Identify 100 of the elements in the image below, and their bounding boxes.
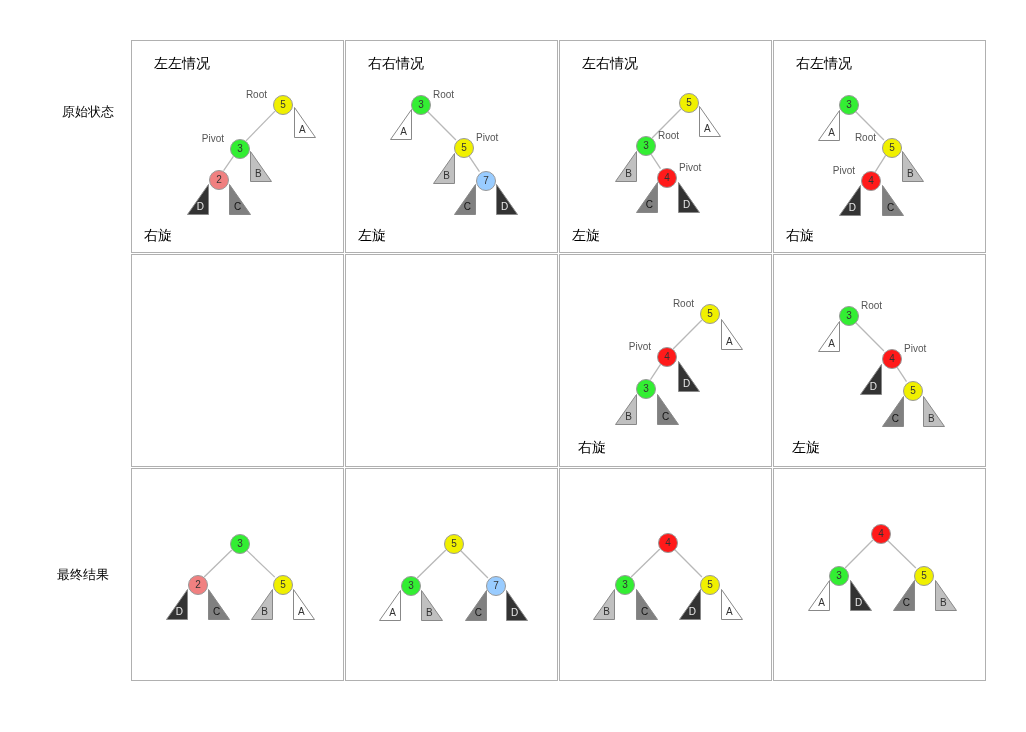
- subtree-triangle: B: [251, 589, 273, 620]
- subtree-triangle: D: [496, 184, 518, 215]
- subtree-triangle: D: [679, 589, 701, 620]
- node-caption: Root: [861, 300, 883, 311]
- node-caption: Root: [854, 132, 876, 143]
- subtree-triangle: C: [882, 396, 904, 427]
- node-caption: Root: [433, 89, 455, 100]
- subtree-triangle: A: [390, 109, 412, 140]
- node-caption: Pivot: [904, 343, 927, 354]
- subtree-triangle: C: [208, 589, 230, 620]
- tree-node-circle: 5: [903, 381, 923, 401]
- subtree-triangle: A: [721, 589, 743, 620]
- subtree-triangle: B: [923, 396, 945, 427]
- node-caption: Pivot: [679, 162, 702, 173]
- tree-node-circle: 5: [700, 304, 720, 324]
- tree-edge: [886, 539, 917, 569]
- tree-node-circle: 4: [882, 349, 902, 369]
- table-cell: [345, 468, 558, 681]
- subtree-triangle: C: [636, 182, 658, 213]
- tree-edge: [895, 365, 908, 383]
- tree-edge: [630, 548, 661, 578]
- tree-edge: [203, 549, 233, 578]
- node-caption: Pivot: [832, 165, 855, 176]
- table-cell: [773, 254, 986, 467]
- tree-edge: [854, 110, 885, 141]
- tree-node-circle: 5: [882, 138, 902, 158]
- case-title: 右左情况: [796, 55, 852, 73]
- subtree-triangle: A: [294, 107, 316, 138]
- tree-edge: [673, 548, 703, 578]
- rotation-label: 左旋: [792, 439, 820, 457]
- tree-edge: [649, 152, 662, 170]
- node-caption: Root: [672, 298, 694, 309]
- tree-node-circle: 3: [230, 534, 250, 554]
- subtree-triangle: C: [882, 185, 904, 216]
- subtree-triangle: A: [818, 321, 840, 352]
- tree-node-circle: 5: [273, 575, 293, 595]
- table-cell: [773, 468, 986, 681]
- table-cell: [131, 254, 344, 467]
- subtree-triangle: B: [902, 151, 924, 182]
- table-cell: [559, 40, 772, 253]
- tree-node-circle: 2: [188, 575, 208, 595]
- table-cell: [559, 254, 772, 467]
- tree-node-circle: 5: [454, 138, 474, 158]
- subtree-triangle: C: [636, 589, 658, 620]
- node-caption: Pivot: [476, 132, 499, 143]
- tree-node-circle: 3: [411, 95, 431, 115]
- subtree-triangle: A: [699, 106, 721, 137]
- tree-node-circle: 5: [273, 95, 293, 115]
- subtree-triangle: D: [678, 361, 700, 392]
- subtree-triangle: B: [433, 153, 455, 184]
- tree-node-circle: 4: [861, 171, 881, 191]
- tree-node-circle: 3: [839, 306, 859, 326]
- rotation-label: 左旋: [572, 227, 600, 245]
- tree-edge: [854, 321, 885, 352]
- rotation-label: 右旋: [786, 227, 814, 245]
- subtree-triangle: D: [850, 580, 872, 611]
- tree-node-circle: 2: [209, 170, 229, 190]
- case-title: 左右情况: [582, 55, 638, 73]
- node-caption: Root: [658, 130, 680, 141]
- tree-edge: [844, 539, 874, 569]
- subtree-triangle: C: [454, 184, 476, 215]
- row-label: 最终结果: [57, 566, 109, 584]
- tree-node-circle: 3: [230, 139, 250, 159]
- subtree-triangle: D: [506, 590, 528, 621]
- tree-node-circle: 5: [444, 534, 464, 554]
- tree-node-circle: 7: [486, 576, 506, 596]
- subtree-triangle: C: [893, 580, 915, 611]
- tree-node-circle: 4: [658, 533, 678, 553]
- tree-node-circle: 3: [829, 566, 849, 586]
- tree-edge: [467, 154, 481, 173]
- tree-node-circle: 3: [615, 575, 635, 595]
- subtree-triangle: B: [615, 151, 637, 182]
- rotation-label: 左旋: [358, 227, 386, 245]
- subtree-triangle: D: [860, 364, 882, 395]
- subtree-triangle: D: [678, 182, 700, 213]
- subtree-triangle: B: [615, 394, 637, 425]
- tree-node-circle: 4: [657, 347, 677, 367]
- subtree-triangle: D: [187, 184, 209, 215]
- tree-edge: [222, 155, 235, 172]
- node-caption: Root: [245, 89, 267, 100]
- tree-node-circle: 3: [401, 576, 421, 596]
- subtree-triangle: D: [839, 185, 861, 216]
- tree-edge: [245, 110, 276, 142]
- node-caption: Pivot: [628, 341, 651, 352]
- tree-edge: [245, 549, 276, 578]
- table-cell: [131, 40, 344, 253]
- tree-node-circle: 5: [679, 93, 699, 113]
- tree-edge: [459, 549, 489, 579]
- subtree-triangle: A: [293, 589, 315, 620]
- subtree-triangle: A: [721, 319, 743, 350]
- tree-node-circle: 4: [871, 524, 891, 544]
- tree-edge: [649, 363, 662, 381]
- case-title: 左左情况: [154, 55, 210, 73]
- subtree-triangle: A: [818, 110, 840, 141]
- rotation-label: 右旋: [578, 439, 606, 457]
- tree-node-circle: 5: [914, 566, 934, 586]
- tree-edge: [426, 110, 457, 141]
- table-cell: [131, 468, 344, 681]
- subtree-triangle: B: [593, 589, 615, 620]
- subtree-triangle: C: [229, 184, 251, 215]
